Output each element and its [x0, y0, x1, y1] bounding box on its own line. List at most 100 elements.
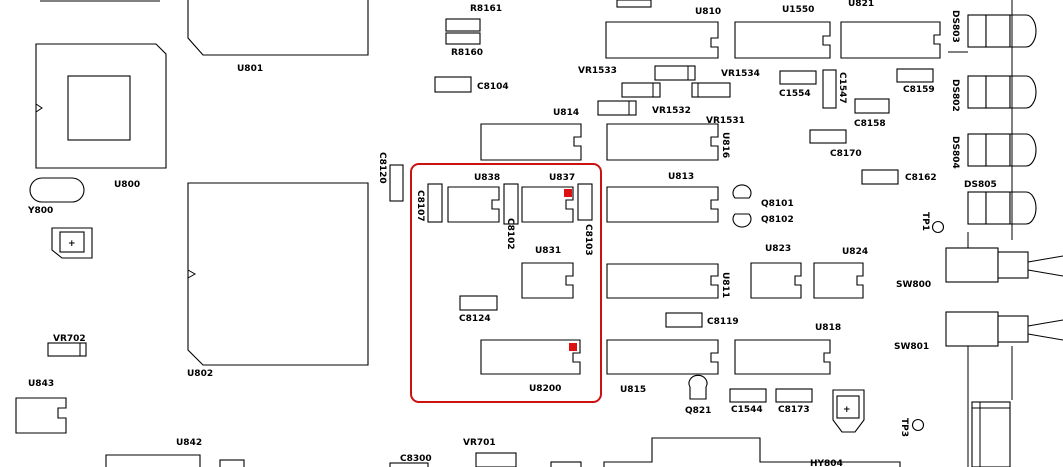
label-vr1534: VR1534: [721, 69, 760, 79]
c1554-part: [779, 70, 817, 85]
testpad-left-inner: [59, 231, 85, 253]
label-u824: U824: [842, 247, 868, 257]
label-u843: U843: [28, 379, 54, 389]
c8170-part: [809, 129, 847, 144]
q821-part: [688, 374, 708, 400]
label-q821: Q821: [685, 406, 711, 416]
label-vr701: VR701: [463, 438, 496, 448]
y800-crystal: [29, 177, 85, 203]
label-sw800: SW800: [896, 280, 931, 290]
label-r8160: R8160: [451, 48, 483, 58]
u816-chip: [606, 123, 719, 161]
u1550-chip: [734, 21, 831, 59]
label-ds804: DS804: [950, 136, 960, 169]
label-y800: Y800: [27, 206, 53, 216]
u843-chip: [15, 397, 67, 434]
u818-chip: [734, 339, 831, 375]
u811-chip: [606, 263, 719, 299]
label-vr1533: VR1533: [578, 66, 617, 76]
vr1534a-part: [621, 82, 661, 98]
c8102-left-part: [503, 183, 519, 225]
label-c1547: C1547: [837, 72, 847, 104]
vr1533-part: [654, 65, 696, 81]
label-u838: U838: [474, 173, 500, 183]
sw800-switch: [945, 247, 1063, 283]
c8158-part: [854, 98, 890, 114]
u821-chip: [840, 21, 941, 59]
ds803-led: [967, 14, 1037, 48]
label-q8102: Q8102: [761, 215, 794, 225]
u842-chip: [105, 454, 201, 467]
tp1-pad: [931, 220, 945, 234]
label-hy804: HY804: [810, 459, 843, 467]
u831-chip: [521, 262, 574, 299]
ds804-led: [967, 133, 1037, 167]
u814-chip: [480, 123, 582, 161]
sw801-switch: [945, 311, 1063, 347]
vr1534b-part: [691, 82, 731, 98]
label-u818: U818: [815, 323, 841, 333]
label-u842: U842: [176, 438, 202, 448]
r8160-part: [445, 32, 481, 45]
bottom-right-connector: [971, 401, 1011, 467]
u801-chip: [187, 0, 369, 56]
label-u810: U810: [695, 7, 721, 17]
u823-chip: [750, 262, 802, 299]
label-u821: U821: [848, 0, 874, 9]
label-c8119: C8119: [707, 317, 739, 327]
label-u813: U813: [668, 172, 694, 182]
label-u837: U837: [549, 173, 575, 183]
c8107-part: [427, 183, 443, 223]
label-u811: U811: [720, 272, 730, 298]
r8161-part: [445, 18, 481, 32]
u838-chip: [447, 186, 500, 223]
label-c8120: C8120: [377, 152, 387, 184]
label-c8173: C8173: [778, 405, 810, 415]
u810-chip: [605, 21, 719, 59]
u815-chip: [606, 339, 719, 375]
label-c8124: C8124: [459, 314, 491, 324]
vr1532-part: [597, 100, 637, 116]
label-vr1532: VR1532: [652, 106, 691, 116]
label-u802: U802: [187, 369, 213, 379]
u8200-pin1-marker: [569, 343, 577, 351]
label-vr702: VR702: [53, 334, 86, 344]
label-c8103: C8103: [583, 224, 593, 256]
c8124-part: [459, 295, 498, 311]
c8104-part: [434, 76, 472, 93]
label-c8158: C8158: [854, 119, 886, 129]
label-tp1: TP1: [920, 212, 930, 231]
c8300-part: [389, 462, 429, 467]
label-c8102-left: C8102: [505, 218, 515, 250]
label-u816: U816: [720, 132, 730, 158]
u8200-chip: [480, 339, 581, 375]
c1544-part: [729, 388, 767, 403]
label-vr1531: VR1531: [706, 116, 745, 126]
c8119-part: [665, 312, 703, 328]
label-c8162: C8162: [905, 173, 937, 183]
u813-chip: [606, 186, 719, 223]
label-ds802: DS802: [950, 79, 960, 112]
u800-pin1-mark: [35, 103, 43, 113]
label-c8104: C8104: [477, 82, 509, 92]
label-c1554: C1554: [779, 89, 811, 99]
u837-pin1-marker: [564, 189, 572, 197]
label-u801: U801: [237, 64, 263, 74]
label-c8300: C8300: [400, 454, 432, 464]
vr701-part: [475, 452, 517, 467]
tp3-pad: [911, 418, 925, 432]
label-u1550: U1550: [782, 5, 814, 15]
u837-chip: [521, 186, 574, 223]
c8162-part: [861, 169, 899, 185]
label-ds805: DS805: [964, 180, 997, 190]
hy804-part: [603, 437, 901, 467]
label-u8200: U8200: [529, 384, 561, 394]
u842-side-part: [219, 459, 245, 467]
label-u823: U823: [765, 244, 791, 254]
label-u831: U831: [535, 246, 561, 256]
q8102-part: [732, 213, 752, 228]
c8120-part: [389, 164, 404, 202]
testpad-right-plus: +: [843, 405, 851, 415]
ds802-led: [967, 75, 1037, 109]
testpad-right-inner: [836, 395, 860, 419]
